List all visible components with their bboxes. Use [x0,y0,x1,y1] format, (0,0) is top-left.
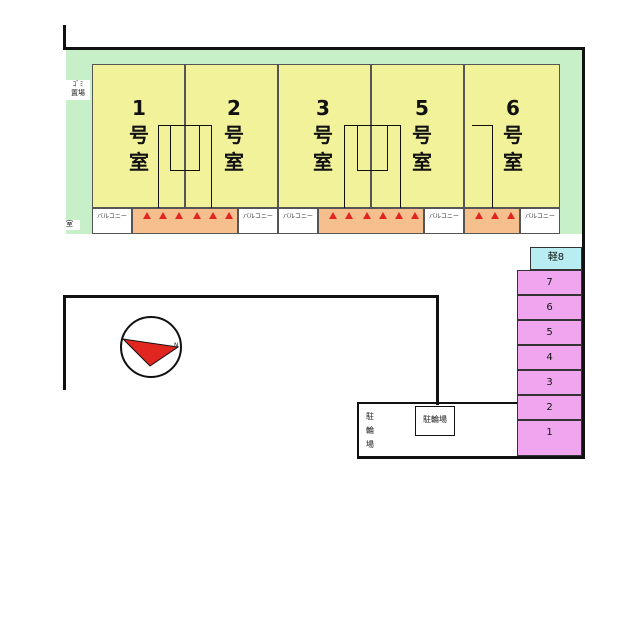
compass-icon: N [118,314,184,380]
entry-strip-middle [318,208,424,234]
entry-mark [143,212,151,219]
unit-2-line2: 室 [224,150,244,174]
entry-mark [345,212,353,219]
lower-boundary-right [436,295,439,405]
entry-mark [175,212,183,219]
entry-mark [411,212,419,219]
garbage-area-line2: 置場 [71,89,85,97]
site-boundary-top [63,47,585,50]
unit-6-line2: 室 [503,150,523,174]
unit-6-label: 6 号 室 [495,95,531,176]
entry-mark [491,212,499,219]
unit-3-number: 3 [316,96,330,120]
unit-2-line1: 号 [224,123,244,147]
stair-inner-left [170,125,200,171]
site-boundary-bottom [357,456,585,459]
entry-mark [379,212,387,219]
stair-outline-middle [344,125,401,209]
entry-mark [225,212,233,219]
site-boundary-right [582,47,585,459]
entry-strip-left [132,208,238,234]
garden-strip-top [66,50,582,64]
entry-mark [363,212,371,219]
unit-2-label: 2 号 室 [216,95,252,176]
garden-strip-left [66,50,92,234]
parking-space-4: 4 [517,345,582,370]
compass-north-label: N [174,342,179,349]
entry-mark [329,212,337,219]
garbage-area-line1: ｺﾞﾐ [72,80,84,88]
unit-3-label: 3 号 室 [305,95,341,176]
unit-2-number: 2 [227,96,241,120]
unit-5-line2: 室 [412,150,432,174]
unit-5-number: 5 [415,96,429,120]
balcony-6: バルコニー [520,208,560,234]
stair-outline-left [158,125,212,209]
unit-6-line1: 号 [503,123,523,147]
left-small-label: 室 [66,220,80,230]
balcony-1: バルコニー [92,208,132,234]
parking-space-5: 5 [517,320,582,345]
stair-inner-middle [357,125,388,171]
lower-boundary-top [63,295,439,298]
unit-5: 5 号 室 [371,64,464,208]
entry-mark [395,212,403,219]
bicycle-label-char-1: 駐 [366,412,374,421]
unit-1: 1 号 室 [92,64,185,208]
unit-5-label: 5 号 室 [404,95,440,176]
parking-space-3: 3 [517,370,582,395]
unit-1-line2: 室 [129,150,149,174]
bicycle-parking-vertical-label: 駐 輪 場 [365,410,375,452]
garbage-area-label: ｺﾞﾐ 置場 [66,80,90,100]
unit-1-label: 1 号 室 [121,95,157,176]
site-boundary-top-left-post [63,25,66,50]
entry-mark [209,212,217,219]
unit-6: 6 号 室 [464,64,560,208]
unit-1-number: 1 [132,96,146,120]
unit-3-line1: 号 [313,123,333,147]
entry-mark [507,212,515,219]
unit-3: 3 号 室 [278,64,371,208]
unit-3-line2: 室 [313,150,333,174]
parking-space-7: 7 [517,270,582,295]
bicycle-parking: 駐 輪 場 駐輪場 [357,402,517,459]
bicycle-label-char-2: 輪 [366,426,374,435]
entry-mark [159,212,167,219]
lower-boundary-left [63,295,66,390]
unit-6-number: 6 [506,96,520,120]
bicycle-label-char-3: 場 [366,440,374,449]
parking-space-light-8: 軽8 [530,247,582,270]
bicycle-parking-sign: 駐輪場 [415,406,455,436]
balcony-5: バルコニー [424,208,464,234]
entry-strip-right [464,208,520,234]
balcony-3: バルコニー [278,208,318,234]
unit-1-line1: 号 [129,123,149,147]
garden-strip-right [560,50,582,234]
parking-space-2: 2 [517,395,582,420]
unit-5-line1: 号 [412,123,432,147]
parking-space-1: 1 [517,420,582,456]
stair-outline-right [472,125,493,209]
entry-mark [475,212,483,219]
compass-svg [120,316,182,378]
entry-mark [193,212,201,219]
parking-space-6: 6 [517,295,582,320]
unit-2: 2 号 室 [185,64,278,208]
balcony-2: バルコニー [238,208,278,234]
